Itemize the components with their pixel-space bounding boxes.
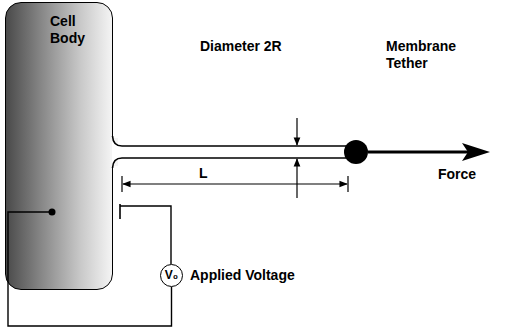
tube-fill (112, 136, 346, 168)
contact-dot (49, 209, 56, 216)
dimension-label: Diameter 2R (200, 38, 282, 55)
node-text: Cell Body (50, 13, 94, 47)
diameter-arrow (296, 159, 297, 198)
part-label: Membrane Tether (386, 38, 466, 72)
tube-top (113, 136, 347, 146)
dimension-tick (121, 176, 122, 192)
wire (120, 206, 171, 264)
node-text: V₀ (165, 267, 178, 284)
part-label: Applied Voltage (190, 267, 295, 284)
tube-bottom (113, 158, 347, 168)
dimension-label: L (199, 165, 208, 182)
diameter-arrow (296, 118, 297, 145)
force-label: Force (438, 166, 476, 183)
dimension-line (123, 183, 347, 184)
cell-body: Cell Body (5, 2, 113, 290)
force-line (368, 151, 468, 154)
wire-connector (8, 212, 172, 326)
force-head (462, 143, 490, 161)
bead (344, 140, 368, 164)
dimension-tick (347, 176, 348, 192)
voltmeter-circle: V₀ (160, 264, 183, 287)
